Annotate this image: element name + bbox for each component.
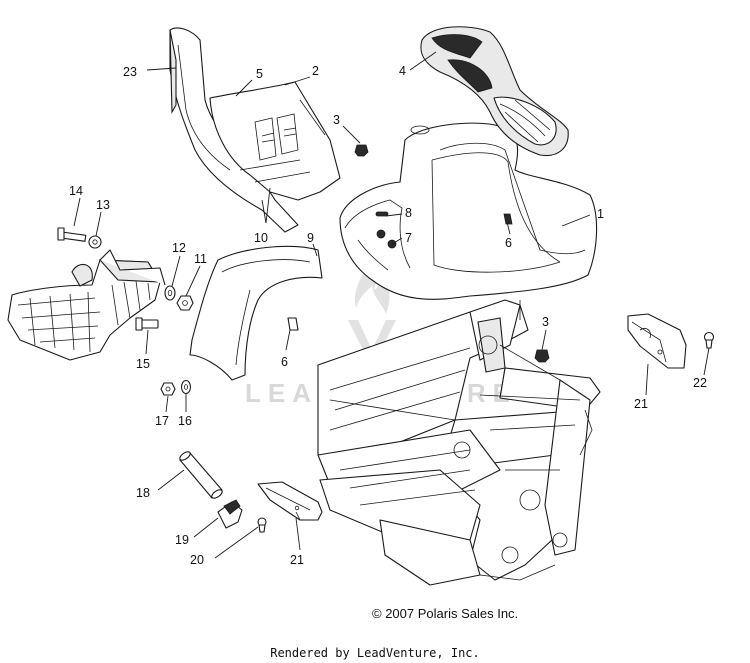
clip-19 bbox=[217, 499, 243, 529]
guard-21-lower bbox=[257, 481, 323, 521]
callout-16: 16 bbox=[178, 414, 192, 428]
callout-7: 7 bbox=[405, 231, 412, 245]
callout-14: 14 bbox=[69, 184, 83, 198]
callout-12: 12 bbox=[172, 241, 186, 255]
callout-9: 9 bbox=[307, 231, 314, 245]
bracket-21-right bbox=[627, 313, 687, 369]
callout-20: 20 bbox=[190, 553, 204, 567]
rendered-by-credit: Rendered by LeadVenture, Inc. bbox=[270, 646, 480, 660]
rear-fender bbox=[339, 122, 598, 300]
callout-6-clip: 6 bbox=[281, 355, 288, 369]
washer-13 bbox=[88, 235, 102, 249]
callout-5: 5 bbox=[256, 67, 263, 81]
nut-17 bbox=[160, 382, 176, 396]
callout-21-lower: 21 bbox=[290, 553, 304, 567]
clip-6-left bbox=[287, 317, 299, 331]
callout-8: 8 bbox=[405, 206, 412, 220]
callout-22: 22 bbox=[693, 376, 707, 390]
bolt-22 bbox=[703, 331, 715, 349]
screw-20 bbox=[257, 517, 267, 533]
rivet-3-top bbox=[354, 144, 369, 157]
callout-19: 19 bbox=[175, 533, 189, 547]
rivet-3-frame bbox=[534, 349, 550, 363]
callout-11: 11 bbox=[194, 252, 207, 266]
heat-shield bbox=[209, 81, 341, 201]
callout-1: 1 bbox=[597, 207, 604, 221]
callout-15: 15 bbox=[136, 357, 150, 371]
bolt-15 bbox=[135, 317, 159, 331]
callout-18: 18 bbox=[136, 486, 150, 500]
fender-flare bbox=[189, 245, 323, 381]
callout-13: 13 bbox=[96, 198, 110, 212]
tube-18 bbox=[179, 451, 223, 499]
callout-21-right: 21 bbox=[634, 397, 648, 411]
callout-23: 23 bbox=[123, 65, 137, 79]
callout-3-top: 3 bbox=[333, 113, 340, 127]
leader-lines bbox=[73, 51, 710, 559]
callouts: 1 2 3 3 4 5 6 6 7 8 9 10 11 12 13 14 15 … bbox=[69, 64, 707, 567]
frame-assembly bbox=[317, 299, 601, 586]
callout-2: 2 bbox=[312, 64, 319, 78]
callout-10: 10 bbox=[254, 231, 268, 245]
side-panel bbox=[169, 27, 299, 233]
callout-17: 17 bbox=[155, 414, 169, 428]
washer-12 bbox=[164, 285, 176, 301]
rear-seat bbox=[420, 26, 569, 157]
nut-11 bbox=[176, 295, 194, 311]
callout-4: 4 bbox=[399, 64, 406, 78]
washer-16 bbox=[180, 379, 192, 395]
copyright-notice: © 2007 Polaris Sales Inc. bbox=[372, 606, 519, 621]
callout-6-fender: 6 bbox=[505, 236, 512, 250]
footrest-assembly bbox=[7, 249, 166, 361]
callout-3-frame: 3 bbox=[542, 315, 549, 329]
bolt-14 bbox=[57, 227, 87, 242]
